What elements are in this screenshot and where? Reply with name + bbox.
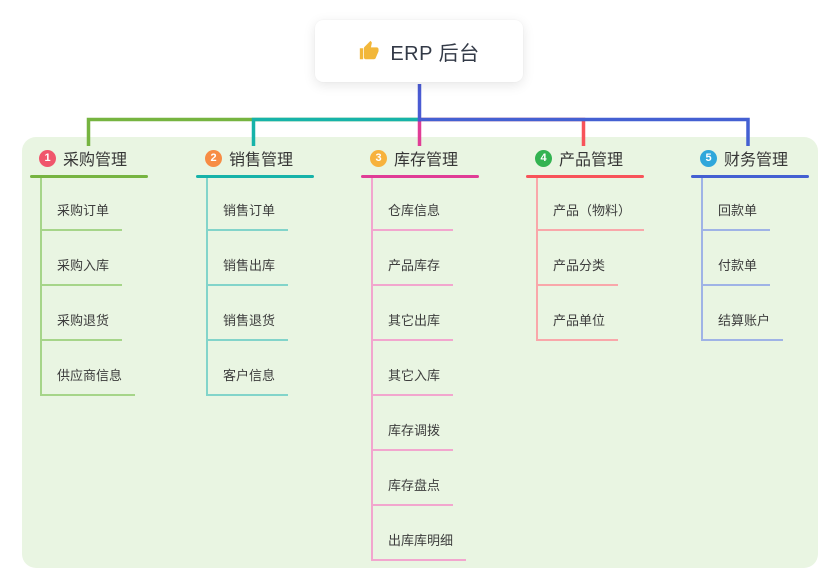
branch-2-children-line xyxy=(206,178,208,396)
branch-4-children-line xyxy=(536,178,538,341)
branch-5-child-node[interactable]: 付款单 xyxy=(701,257,771,286)
branch-2-child-node[interactable]: 客户信息 xyxy=(206,367,289,396)
branch-3-header[interactable]: 3 库存管理 xyxy=(370,148,459,169)
branch-1-child-node[interactable]: 供应商信息 xyxy=(40,367,136,396)
branch-4-child-node[interactable]: 产品分类 xyxy=(536,257,619,286)
branch-4-underline xyxy=(526,175,644,178)
branch-1-child-node[interactable]: 采购入库 xyxy=(40,257,123,286)
branch-3-number-badge: 3 xyxy=(370,149,387,167)
branch-1-child-node[interactable]: 采购退货 xyxy=(40,312,123,341)
branch-5-number-badge: 5 xyxy=(700,149,717,167)
branch-2-child-node[interactable]: 销售出库 xyxy=(206,257,289,286)
branch-3-child-node[interactable]: 其它入库 xyxy=(371,367,454,396)
branch-1-children-line xyxy=(40,178,42,396)
branch-2-label: 销售管理 xyxy=(229,152,294,169)
branch-3-child-node[interactable]: 其它出库 xyxy=(371,312,454,341)
branches-panel xyxy=(22,137,818,568)
branch-1-header[interactable]: 1 采购管理 xyxy=(39,148,128,169)
branch-5-underline xyxy=(691,175,809,178)
branch-2-number-badge: 2 xyxy=(205,149,222,167)
branch-5-child-node[interactable]: 结算账户 xyxy=(701,312,784,341)
branch-1-number-badge: 1 xyxy=(39,149,56,167)
branch-4-child-node[interactable]: 产品单位 xyxy=(536,312,619,341)
branch-5-child-node[interactable]: 回款单 xyxy=(701,202,771,231)
root-node[interactable]: ERP 后台 xyxy=(315,20,523,82)
root-node-label: ERP 后台 xyxy=(390,42,480,65)
branch-4-number-badge: 4 xyxy=(535,149,552,167)
branch-4-label: 产品管理 xyxy=(559,152,624,169)
branch-2-header[interactable]: 2 销售管理 xyxy=(205,148,294,169)
thumbs-up-icon xyxy=(358,40,380,62)
branch-1-child-node[interactable]: 采购订单 xyxy=(40,202,123,231)
branch-5-label: 财务管理 xyxy=(724,152,789,169)
branch-2-child-node[interactable]: 销售退货 xyxy=(206,312,289,341)
branch-2-underline xyxy=(196,175,314,178)
branch-3-children-line xyxy=(371,178,373,561)
branch-4-header[interactable]: 4 产品管理 xyxy=(535,148,624,169)
branch-2-child-node[interactable]: 销售订单 xyxy=(206,202,289,231)
branch-1-label: 采购管理 xyxy=(63,152,128,169)
thumbs-up-path xyxy=(360,40,379,60)
branch-3-child-node[interactable]: 出库库明细 xyxy=(371,532,467,561)
branch-4-child-node[interactable]: 产品（物料） xyxy=(536,202,645,231)
branch-3-child-node[interactable]: 库存盘点 xyxy=(371,477,454,506)
branch-5-children-line xyxy=(701,178,703,341)
branch-3-child-node[interactable]: 库存调拨 xyxy=(371,422,454,451)
branch-3-child-node[interactable]: 产品库存 xyxy=(371,257,454,286)
branch-5-header[interactable]: 5 财务管理 xyxy=(700,148,789,169)
branch-3-label: 库存管理 xyxy=(394,152,459,169)
branch-1-underline xyxy=(30,175,148,178)
branch-3-underline xyxy=(361,175,479,178)
branch-3-child-node[interactable]: 仓库信息 xyxy=(371,202,454,231)
